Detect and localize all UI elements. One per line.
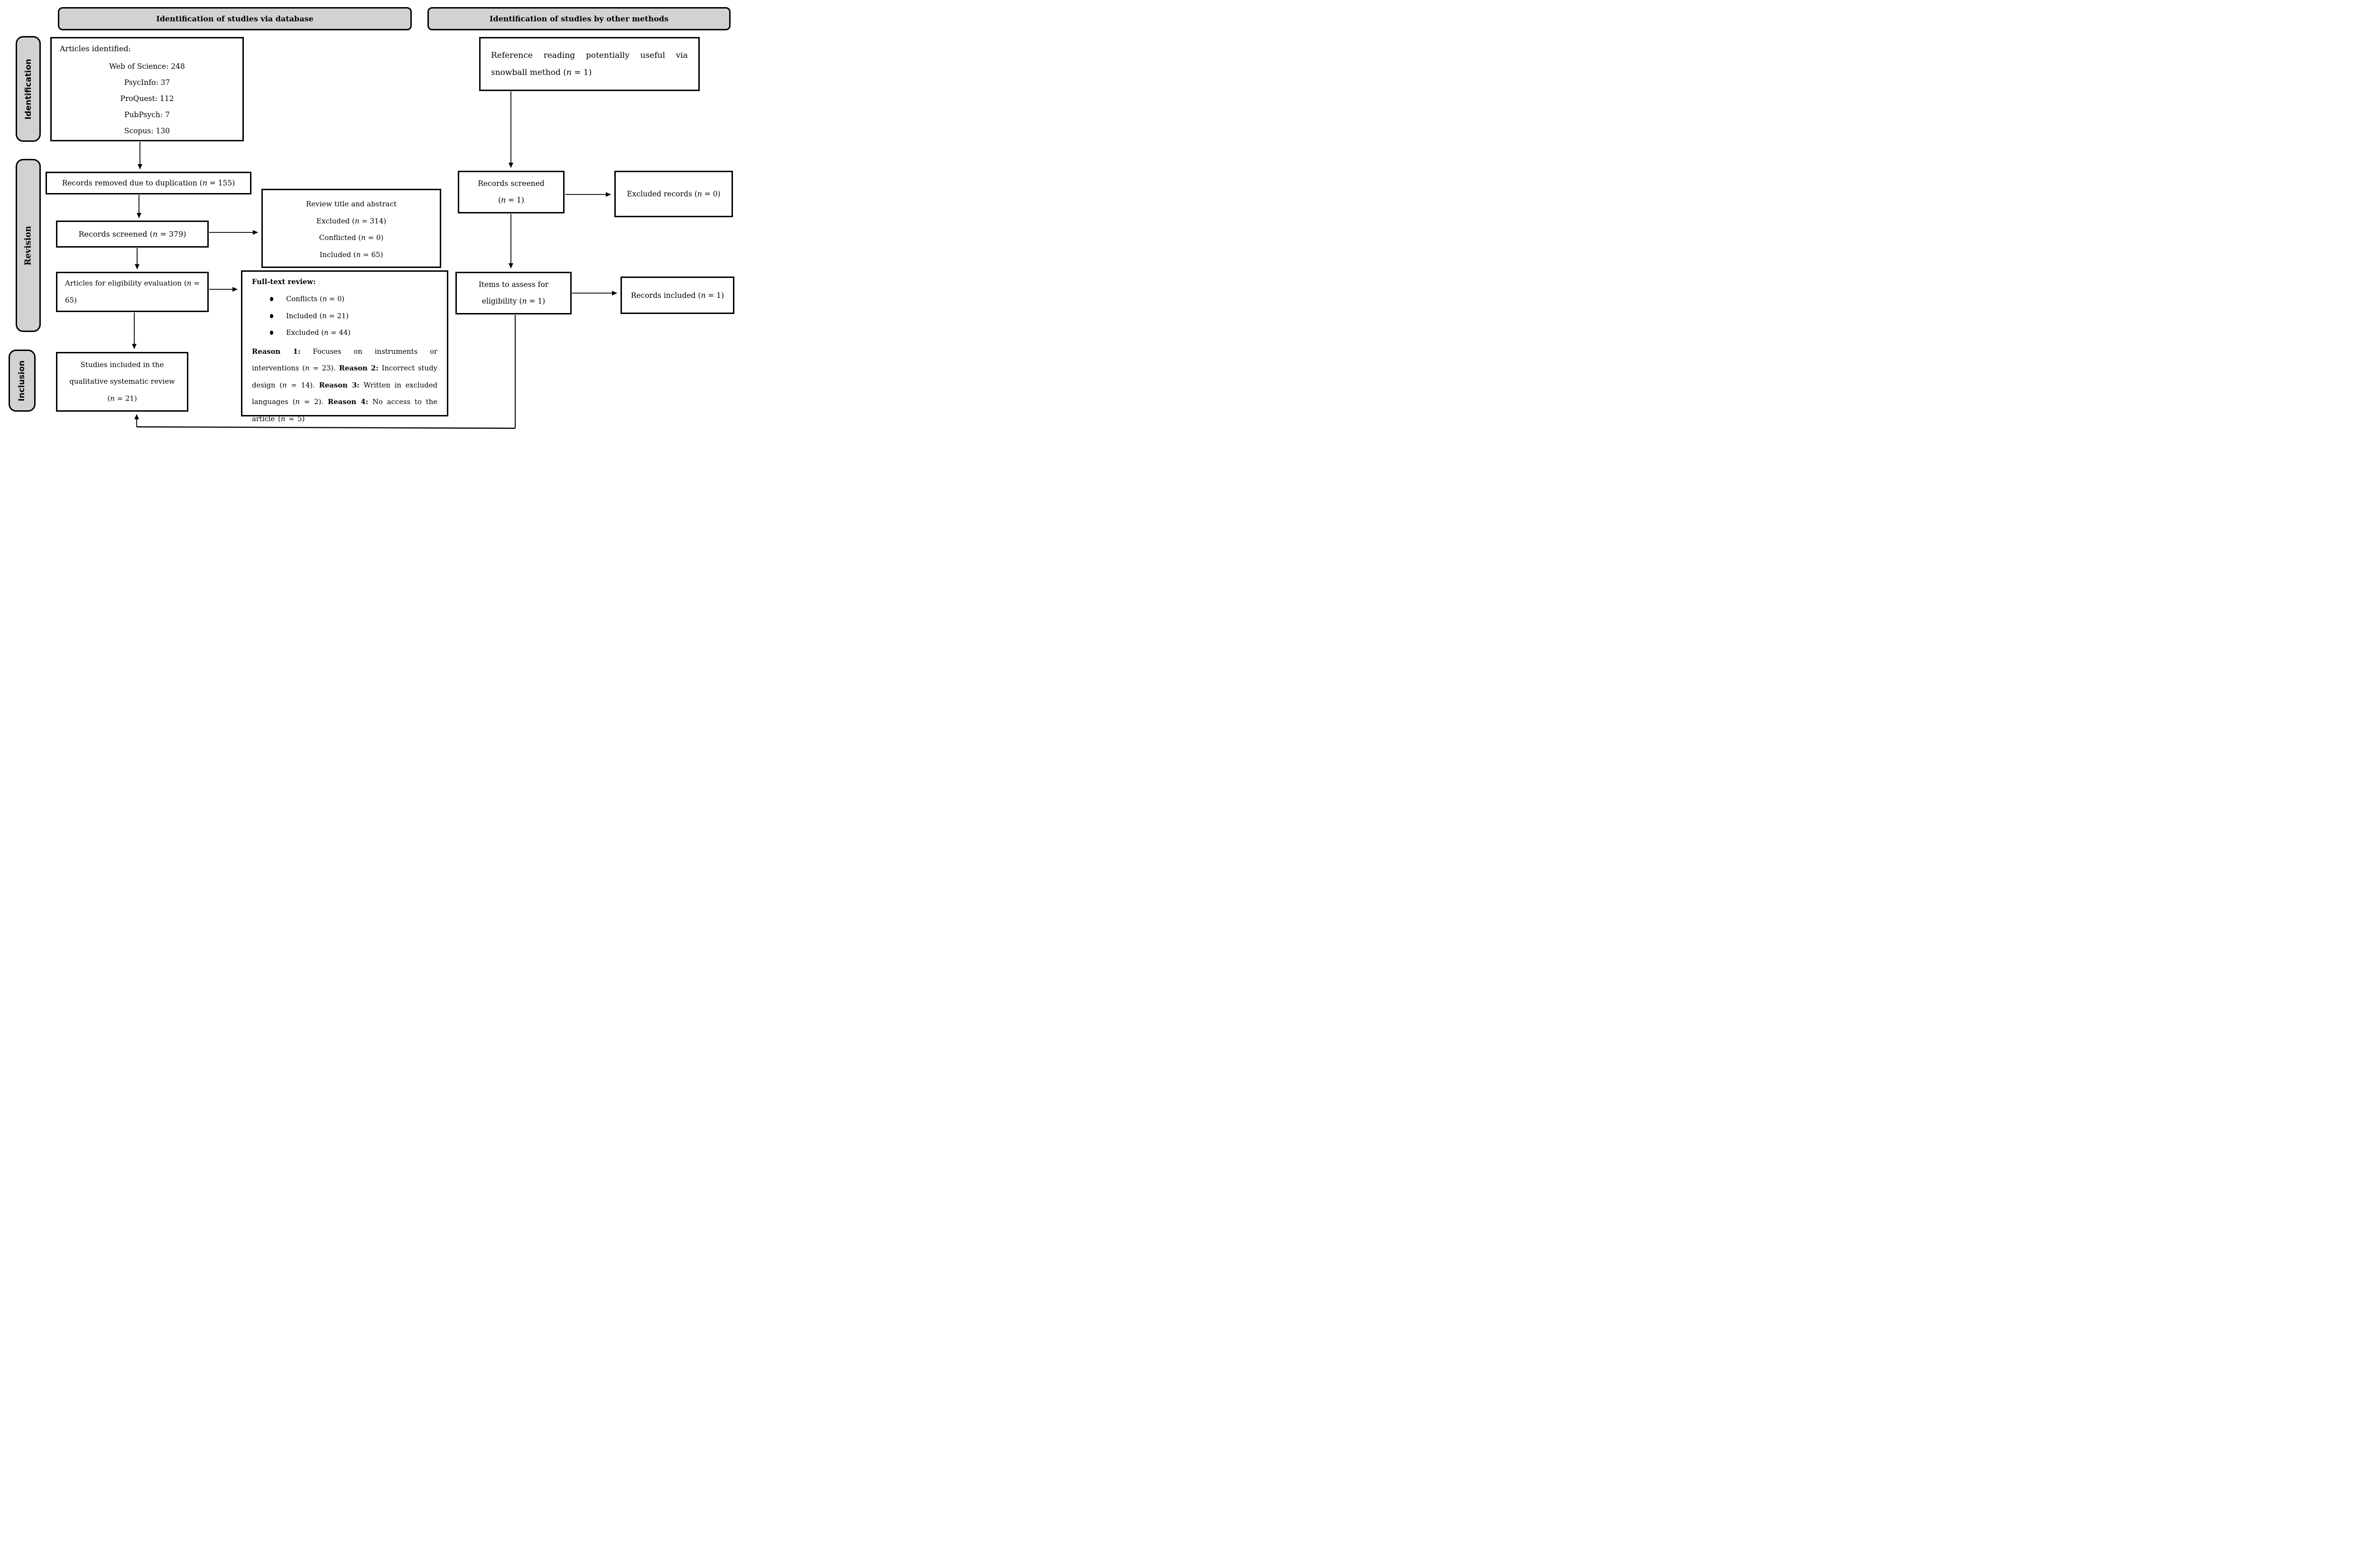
- studies-included-line: (n = 21): [107, 394, 137, 403]
- articles-eligibility-text: Articles for eligibility evaluation (n =…: [65, 279, 200, 304]
- records-screened-db-text: Records screened (n = 379): [78, 230, 186, 239]
- items-assess-line: eligibility (n = 1): [482, 297, 546, 305]
- bullet-icon: [270, 297, 273, 302]
- items-assess-line: Items to assess for: [478, 280, 549, 289]
- bullet-text: Excluded (n = 44): [286, 329, 351, 337]
- excluded-records-text: Excluded records (n = 0): [627, 190, 721, 198]
- box-review-title-abstract: Review title and abstract Excluded (n = …: [261, 189, 441, 268]
- reason-label: Reason 2:: [339, 364, 379, 372]
- box-articles-eligibility: Articles for eligibility evaluation (n =…: [56, 272, 209, 312]
- db-count-line: Web of Science: 248: [109, 62, 185, 71]
- bullet-item: Included (n = 21): [252, 308, 437, 325]
- stage-tab-identification-label: Identification: [23, 58, 33, 120]
- records-removed-text: Records removed due to duplication (n = …: [62, 179, 235, 187]
- bullet-icon: [270, 331, 273, 335]
- box-snowball-reference: Reference reading potentially useful via…: [479, 37, 700, 91]
- stage-tab-revision-label: Revision: [23, 225, 33, 266]
- box-items-assess: Items to assess for eligibility (n = 1): [455, 272, 572, 314]
- header-other-methods: Identification of studies by other metho…: [427, 7, 731, 30]
- full-text-review-bullets: Conflicts (n = 0) Included (n = 21) Excl…: [252, 291, 437, 341]
- flow-connectors: [132, 92, 617, 429]
- db-count-line: PubPsych: 7: [124, 111, 170, 119]
- reason-label: Reason 4:: [327, 398, 369, 406]
- bullet-icon: [270, 314, 273, 318]
- review-line: Review title and abstract: [306, 200, 397, 208]
- box-excluded-records: Excluded records (n = 0): [614, 171, 733, 217]
- prisma-flow-diagram: Identification of studies via database I…: [0, 0, 744, 434]
- stage-tab-inclusion: Inclusion: [9, 350, 36, 412]
- box-full-text-review: Full-text review: Conflicts (n = 0) Incl…: [241, 270, 448, 423]
- studies-included-line: Studies included in the: [80, 360, 164, 369]
- records-screened-other-line: (n = 1): [498, 196, 524, 204]
- reason-text: Incorrect study design (n = 14).: [252, 364, 437, 389]
- header-other-methods-label: Identification of studies by other metho…: [489, 14, 669, 23]
- box-studies-included: Studies included in the qualitative syst…: [56, 352, 188, 412]
- bullet-item: Conflicts (n = 0): [252, 291, 437, 308]
- exclusion-reasons: Reason 1: Focuses on instruments or inte…: [252, 343, 437, 428]
- review-line: Excluded (n = 314): [316, 216, 387, 225]
- reason-label: Reason 1:: [252, 347, 301, 356]
- header-database-label: Identification of studies via database: [156, 14, 314, 23]
- bullet-text: Conflicts (n = 0): [286, 295, 345, 303]
- stage-tab-revision: Revision: [16, 159, 41, 332]
- review-line: Conflicted (n = 0): [319, 233, 384, 242]
- studies-included-line: qualitative systematic review: [69, 377, 175, 386]
- box-records-included: Records included (n = 1): [621, 277, 734, 314]
- db-count-line: PsycInfo: 37: [124, 78, 170, 87]
- stage-tab-identification: Identification: [16, 36, 41, 142]
- snowball-text: Reference reading potentially useful via…: [491, 51, 688, 77]
- review-line: Included (n = 65): [319, 250, 383, 259]
- articles-identified-title: Articles identified:: [60, 44, 131, 53]
- box-records-removed: Records removed due to duplication (n = …: [46, 172, 251, 194]
- records-screened-other-line: Records screened: [478, 179, 545, 188]
- connector-bottom-run: [136, 426, 516, 429]
- header-database: Identification of studies via database: [58, 7, 412, 30]
- reason-text: Focuses on instruments or interventions …: [252, 347, 438, 373]
- db-count-line: Scopus: 130: [124, 127, 170, 135]
- records-included-text: Records included (n = 1): [630, 291, 724, 300]
- reason-text: No access to the article (n = 5): [252, 398, 437, 423]
- stage-tab-inclusion-label: Inclusion: [17, 360, 27, 401]
- bullet-item: Excluded (n = 44): [252, 324, 437, 341]
- box-records-screened-other: Records screened (n = 1): [458, 171, 565, 213]
- full-text-review-heading: Full-text review:: [252, 278, 316, 286]
- reason-text: Written in excluded languages (n = 2).: [252, 381, 437, 406]
- reason-label: Reason 3:: [319, 381, 360, 389]
- box-records-screened-database: Records screened (n = 379): [56, 221, 209, 248]
- box-articles-identified: Articles identified: Web of Science: 248…: [50, 37, 244, 141]
- db-count-line: ProQuest: 112: [120, 94, 174, 103]
- bullet-text: Included (n = 21): [286, 312, 349, 320]
